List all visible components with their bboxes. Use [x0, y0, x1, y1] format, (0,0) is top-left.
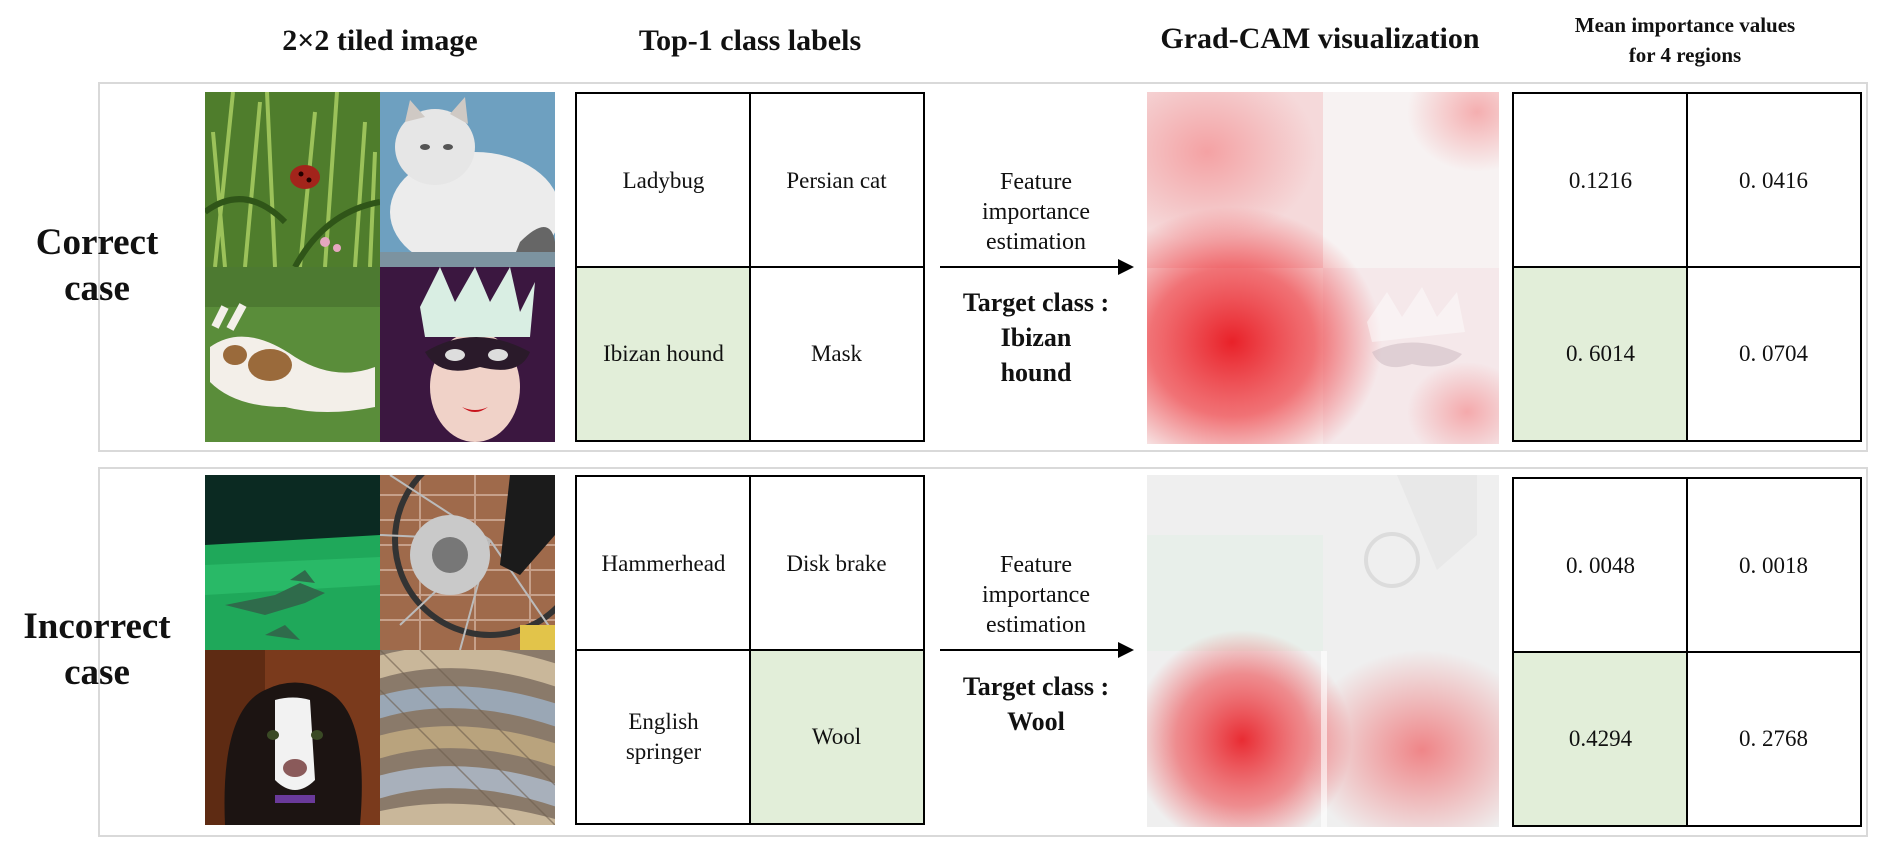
- wool-photo-icon: [380, 650, 555, 825]
- header-tiled-image: 2×2 tiled image: [282, 24, 478, 57]
- correct-arrow-icon: [940, 259, 1134, 275]
- persian-cat-photo-icon: [380, 92, 555, 267]
- incorrect-tiled-image: [205, 475, 555, 825]
- value-cell-bottom-right: 0. 2768: [1687, 652, 1860, 825]
- case-label-line1: Incorrect: [23, 606, 171, 647]
- label-cell-bottom-right: Mask: [750, 267, 923, 440]
- label-text: Ibizan hound: [603, 340, 724, 366]
- correct-tiled-image: [205, 92, 555, 442]
- correct-labels-grid: Ladybug Persian cat Ibizan hound Mask: [575, 92, 925, 442]
- english-springer-photo-icon: [205, 650, 380, 825]
- label-text: Hammerhead: [601, 550, 726, 576]
- fie-line: estimation: [986, 229, 1086, 255]
- hammerhead-shark-photo-icon: [205, 475, 380, 650]
- label-cell-top-right: Disk brake: [750, 477, 923, 650]
- case-label-line1: Correct: [35, 222, 159, 263]
- correct-feature-importance-text: Feature importance estimation: [936, 167, 1136, 257]
- fie-line: importance: [982, 199, 1090, 225]
- disk-brake-photo-icon: [380, 475, 555, 650]
- target-class-value: Wool: [1007, 707, 1065, 736]
- value-text: 0. 0704: [1739, 340, 1808, 366]
- value-cell-top-right: 0. 0416: [1687, 94, 1860, 267]
- label-cell-bottom-right-highlighted: Wool: [750, 650, 923, 823]
- label-text: Ladybug: [622, 167, 705, 193]
- correct-gradcam-heatmap: [1147, 92, 1499, 444]
- correct-importance-grid: 0.1216 0. 0416 0. 6014 0. 0704: [1512, 92, 1862, 442]
- case-label-line2: case: [64, 652, 130, 693]
- value-cell-top-left: 0. 0048: [1514, 479, 1687, 652]
- target-class-title: Target class :: [962, 288, 1110, 317]
- fie-line: Feature: [1000, 552, 1072, 578]
- value-cell-bottom-left-highlighted: 0. 6014: [1514, 267, 1687, 440]
- correct-case-frame: [98, 82, 1868, 452]
- grid-divider-horizontal: [577, 266, 923, 268]
- label-cell-top-left: Hammerhead: [577, 477, 750, 650]
- label-cell-bottom-left: English springer: [577, 650, 750, 823]
- incorrect-importance-grid: 0. 0048 0. 0018 0.4294 0. 2768: [1512, 477, 1862, 827]
- header-mean-importance: Mean importance values for 4 regions: [1510, 10, 1860, 70]
- value-text: 0.1216: [1568, 167, 1633, 193]
- target-class-value: hound: [1000, 358, 1072, 387]
- fie-line: Feature: [1000, 169, 1072, 195]
- label-cell-top-left: Ladybug: [577, 94, 750, 267]
- header-mean-line1: Mean importance values: [1574, 13, 1796, 37]
- target-class-value: Ibizan: [1000, 323, 1072, 352]
- incorrect-case-label: Incorrect case: [2, 604, 192, 696]
- case-label-line2: case: [64, 268, 130, 309]
- label-text: Wool: [811, 723, 862, 749]
- mask-woman-photo-icon: [380, 267, 555, 442]
- label-text: English springer: [625, 708, 702, 764]
- grid-divider-horizontal: [1514, 266, 1860, 268]
- value-text: 0. 2768: [1739, 725, 1808, 751]
- incorrect-labels-grid: Hammerhead Disk brake English springer W…: [575, 475, 925, 825]
- grid-divider-horizontal: [577, 649, 923, 651]
- value-cell-bottom-left-highlighted: 0.4294: [1514, 652, 1687, 825]
- correct-target-class: Target class : Ibizan hound: [936, 285, 1136, 390]
- incorrect-case-frame: [98, 467, 1868, 837]
- value-cell-top-right: 0. 0018: [1687, 479, 1860, 652]
- value-text: 0.4294: [1568, 725, 1633, 751]
- value-cell-top-left: 0.1216: [1514, 94, 1687, 267]
- value-text: 0. 0018: [1739, 552, 1808, 578]
- fie-line: importance: [982, 582, 1090, 608]
- grid-divider-horizontal: [1514, 651, 1860, 653]
- label-cell-top-right: Persian cat: [750, 94, 923, 267]
- ladybug-photo-icon: [205, 92, 380, 267]
- value-text: 0. 6014: [1566, 340, 1635, 366]
- value-text: 0. 0416: [1739, 167, 1808, 193]
- value-cell-bottom-right: 0. 0704: [1687, 267, 1860, 440]
- label-text: Disk brake: [786, 550, 887, 576]
- ibizan-hound-photo-icon: [205, 267, 380, 442]
- incorrect-feature-importance-text: Feature importance estimation: [936, 550, 1136, 640]
- target-class-title: Target class :: [962, 672, 1110, 701]
- label-text: Mask: [810, 340, 863, 366]
- incorrect-target-class: Target class : Wool: [936, 669, 1136, 739]
- fie-line: estimation: [986, 612, 1086, 638]
- incorrect-gradcam-heatmap: [1147, 475, 1499, 827]
- header-gradcam: Grad-CAM visualization: [1160, 22, 1480, 55]
- value-text: 0. 0048: [1566, 552, 1635, 578]
- header-top1-labels: Top-1 class labels: [638, 24, 862, 57]
- correct-case-label: Correct case: [2, 220, 192, 312]
- header-mean-line2: for 4 regions: [1628, 43, 1742, 67]
- label-cell-bottom-left-highlighted: Ibizan hound: [577, 267, 750, 440]
- incorrect-arrow-icon: [940, 642, 1134, 658]
- label-text: Persian cat: [786, 167, 887, 193]
